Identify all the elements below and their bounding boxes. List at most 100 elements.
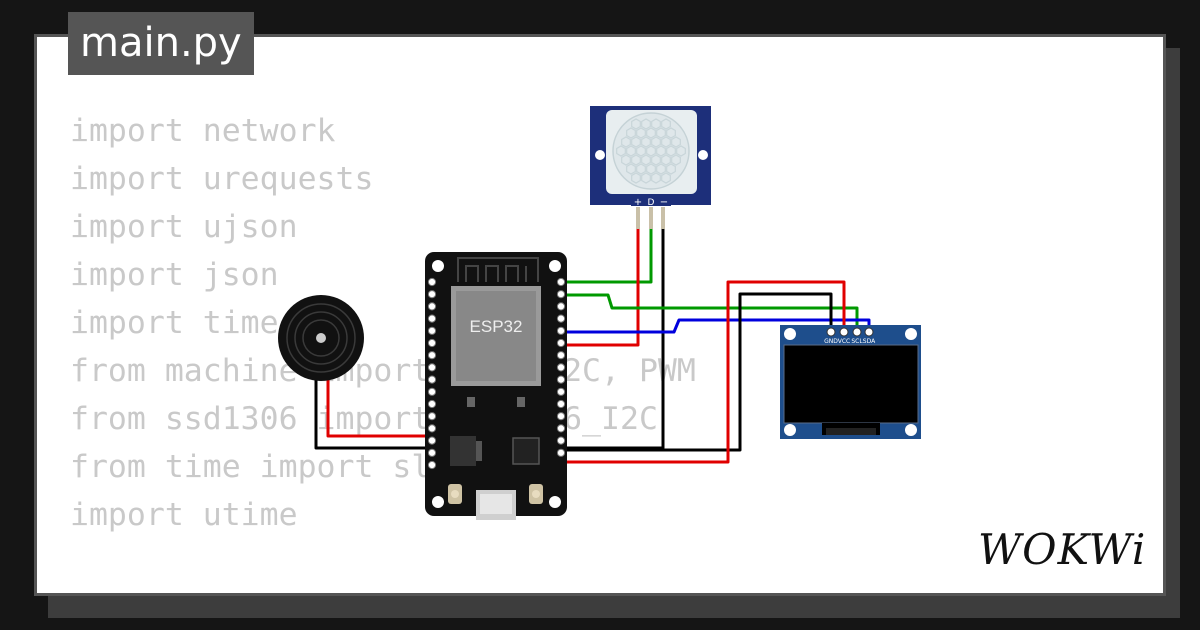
pir-lens-cell xyxy=(636,145,646,157)
esp32-left-pin-row xyxy=(427,277,437,470)
pir-lens-cell xyxy=(641,172,651,184)
wire-oled-black xyxy=(563,292,833,452)
esp32-pin-d5[interactable] xyxy=(556,363,566,372)
pir-lens-cell xyxy=(666,127,676,139)
pir-lens-cell xyxy=(631,136,641,148)
wire-buzzer-red xyxy=(326,378,430,438)
pir-lens-cell xyxy=(631,154,641,166)
wire-pir-black xyxy=(563,228,665,450)
esp32-pin-rx0[interactable] xyxy=(556,314,566,323)
esp32-pin-gnd[interactable] xyxy=(556,436,566,445)
pir-sensor[interactable]: + D − xyxy=(590,106,711,229)
pir-lens-cell xyxy=(676,145,686,157)
wire-oled-red xyxy=(563,280,846,464)
pir-pin-label: − xyxy=(660,197,668,208)
esp32-pin-d14[interactable] xyxy=(427,412,437,421)
pir-pin-label: D xyxy=(648,198,655,208)
esp32-pin-3v3[interactable] xyxy=(556,448,566,457)
pir-lens-cell xyxy=(671,136,681,148)
esp32-pin-vn[interactable] xyxy=(427,314,437,323)
oled-pin-label: SCL xyxy=(851,338,863,345)
filename-tab[interactable]: main.py xyxy=(68,12,254,75)
code-line: import network xyxy=(70,113,336,149)
pir-lens-cell xyxy=(641,136,651,148)
code-line: import time xyxy=(70,305,279,341)
pir-lens-cell xyxy=(661,136,671,148)
pir-lens-cell xyxy=(636,163,646,175)
esp32-pin-d19[interactable] xyxy=(556,338,566,348)
esp32-pin-rx2[interactable] xyxy=(556,387,566,396)
pir-lens-cell xyxy=(621,154,631,166)
wire-buzzer-black xyxy=(314,378,430,450)
esp32-pin-d22[interactable] xyxy=(556,290,566,299)
oled-pin-label: VCC xyxy=(838,338,850,345)
esp32-pin-d13[interactable] xyxy=(427,436,437,445)
esp32-label: ESP32 xyxy=(470,317,523,336)
pir-lens-cell xyxy=(631,118,641,130)
code-line: import utime xyxy=(70,497,298,533)
esp32-right-pin-row xyxy=(556,277,566,457)
esp32-pin-d21[interactable] xyxy=(556,326,566,335)
pir-lens-cell xyxy=(671,154,681,166)
oled-display[interactable]: GND VCC SCL SDA xyxy=(780,325,921,439)
esp32-pin-d34[interactable] xyxy=(427,326,437,335)
esp32-pin-d32[interactable] xyxy=(427,351,437,360)
esp32-board[interactable]: ESP32 xyxy=(425,252,567,520)
pir-lens-cell xyxy=(616,145,626,157)
code-line: import ujson xyxy=(70,209,298,245)
pir-lens-cell xyxy=(631,172,641,184)
pir-lens-cell xyxy=(661,154,671,166)
esp32-pin-d26[interactable] xyxy=(427,387,437,396)
wire-oled-green xyxy=(563,293,859,328)
wokwi-logo: WOKWi xyxy=(978,525,1147,574)
code-line: import json xyxy=(70,257,279,293)
code-line: import urequests xyxy=(70,161,374,197)
esp32-pin-3v3[interactable] xyxy=(427,277,437,287)
esp32-pin-d18[interactable] xyxy=(556,351,566,360)
esp32-pin-tx2[interactable] xyxy=(556,375,566,384)
pir-lens-cell xyxy=(626,127,636,139)
pir-lens-cell xyxy=(626,163,636,175)
wire-oled-blue xyxy=(563,318,871,334)
esp32-pin-d33[interactable] xyxy=(427,363,437,372)
pir-lens-cell xyxy=(646,163,656,175)
buzzer[interactable] xyxy=(278,295,364,381)
esp32-pin-d15[interactable] xyxy=(556,424,566,433)
pir-lens-cell xyxy=(636,127,646,139)
esp32-pin-tx0[interactable] xyxy=(556,302,566,311)
pir-lens-cell xyxy=(656,127,666,139)
pir-lens-cell xyxy=(661,172,671,184)
pir-lens-cell xyxy=(666,163,676,175)
esp32-pin-d4[interactable] xyxy=(556,399,566,409)
pir-lens-cell xyxy=(651,118,661,130)
pir-lens-cell xyxy=(651,172,661,184)
oled-pin-label: GND xyxy=(824,338,838,345)
pir-lens-cell xyxy=(666,145,676,157)
pir-lens-cell xyxy=(656,163,666,175)
esp32-pin-vp[interactable] xyxy=(427,302,437,311)
pir-lens-cell xyxy=(651,154,661,166)
pir-lens-cell xyxy=(646,127,656,139)
esp32-pin-en[interactable] xyxy=(427,290,437,299)
esp32-pin-d23[interactable] xyxy=(556,277,566,287)
pir-lens-cell xyxy=(646,145,656,157)
esp32-pin-d12[interactable] xyxy=(427,424,437,433)
wire-pir-red xyxy=(563,228,640,347)
pir-lens-cell xyxy=(641,154,651,166)
pir-pin-label: + xyxy=(634,197,642,208)
pir-lens-cell xyxy=(651,136,661,148)
pir-lens-cell xyxy=(641,118,651,130)
pir-lens-cell xyxy=(626,145,636,157)
esp32-pin-d27[interactable] xyxy=(427,399,437,409)
pir-lens-cell xyxy=(621,136,631,148)
esp32-pin-d35[interactable] xyxy=(427,338,437,348)
code-preview: import network import urequests import ujs… xyxy=(70,107,942,593)
pir-lens-cell xyxy=(656,145,666,157)
pir-lens-cell xyxy=(661,118,671,130)
esp32-pin-d25[interactable] xyxy=(427,375,437,384)
esp32-pin-vin[interactable] xyxy=(427,460,437,470)
esp32-pin-gnd[interactable] xyxy=(427,448,437,457)
esp32-pin-d2[interactable] xyxy=(556,412,566,421)
oled-pin-label: SDA xyxy=(863,338,876,345)
wire-pir-green xyxy=(563,228,653,284)
